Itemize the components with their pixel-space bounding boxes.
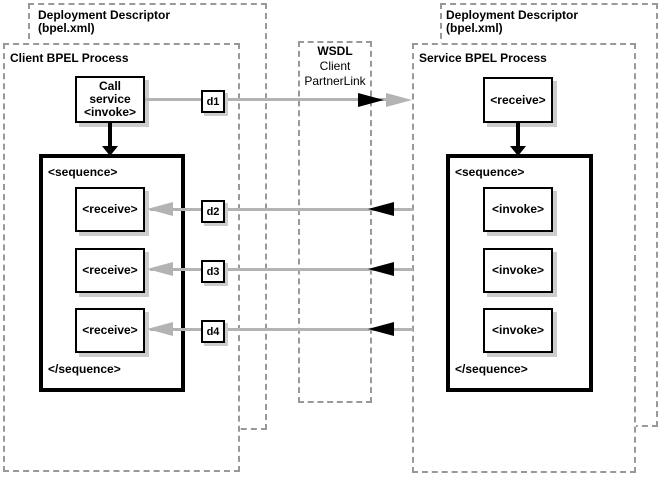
client-down-arrow-line	[108, 123, 112, 147]
d3-gray-arrowhead-icon	[147, 262, 173, 276]
d3-black-arrowhead-icon	[368, 262, 394, 276]
call-service-line1: Call	[98, 79, 121, 93]
client-receive-node-3: <receive>	[75, 308, 145, 353]
wsdl-partnerlink-label: PartnerLink	[304, 74, 366, 88]
service-process-title: Service BPEL Process	[419, 51, 547, 65]
deployment-descriptor-left-subtitle: (bpel.xml)	[38, 21, 95, 35]
client-process-title: Client BPEL Process	[10, 51, 129, 65]
client-receive-node-2: <receive>	[75, 248, 145, 293]
service-invoke-label-1: <invoke>	[491, 202, 545, 216]
wsdl-label-block: WSDL Client PartnerLink	[298, 44, 372, 89]
d1-gray-arrowhead-icon	[386, 93, 412, 107]
client-call-service-invoke-node: Call service <invoke>	[75, 76, 145, 123]
client-receive-node-1: <receive>	[75, 187, 145, 232]
service-invoke-node-3: <invoke>	[483, 308, 553, 353]
message-label-d3: d3	[201, 260, 225, 283]
service-down-arrow-head-icon	[510, 146, 526, 156]
d1-black-arrowhead-icon	[358, 93, 384, 107]
wsdl-client-label: Client	[319, 59, 351, 73]
call-service-line3: <invoke>	[83, 105, 137, 119]
deployment-descriptor-right-title-line: Deployment Descriptor	[446, 8, 579, 22]
service-down-arrow-line	[516, 123, 520, 147]
client-receive-label-1: <receive>	[82, 202, 138, 216]
service-invoke-label-3: <invoke>	[491, 323, 545, 337]
client-down-arrow-head-icon	[102, 146, 118, 156]
service-receive-label: <receive>	[490, 92, 546, 107]
d3-arrow-line	[150, 268, 413, 271]
service-invoke-label-2: <invoke>	[491, 263, 545, 277]
service-receive-node: <receive>	[483, 77, 553, 123]
d2-gray-arrowhead-icon	[147, 202, 173, 216]
deployment-descriptor-left-title-line: Deployment Descriptor	[38, 8, 171, 22]
message-label-d4: d4	[201, 320, 225, 343]
d4-black-arrowhead-icon	[368, 322, 394, 336]
client-sequence-open-tag: <sequence>	[48, 165, 118, 179]
d2-black-arrowhead-icon	[368, 202, 394, 216]
service-invoke-node-1: <invoke>	[483, 187, 553, 232]
service-sequence-close-tag: </sequence>	[455, 362, 528, 376]
message-label-d1: d1	[201, 90, 225, 113]
client-receive-label-3: <receive>	[82, 323, 138, 337]
deployment-descriptor-left-title: Deployment Descriptor (bpel.xml)	[38, 9, 170, 35]
d4-arrow-line	[150, 328, 413, 331]
deployment-descriptor-right-subtitle: (bpel.xml)	[446, 21, 503, 35]
client-sequence-close-tag: </sequence>	[48, 362, 121, 376]
service-invoke-node-2: <invoke>	[483, 248, 553, 293]
d4-gray-arrowhead-icon	[147, 322, 173, 336]
wsdl-title: WSDL	[317, 44, 353, 58]
call-service-line2: service	[89, 92, 131, 106]
message-label-d2: d2	[201, 200, 225, 223]
service-sequence-open-tag: <sequence>	[455, 165, 525, 179]
deployment-descriptor-right-title: Deployment Descriptor (bpel.xml)	[446, 9, 578, 35]
d1-arrow-line	[145, 98, 390, 101]
wsdl-partnerlink-box	[298, 41, 372, 403]
client-receive-label-2: <receive>	[82, 263, 138, 277]
d2-arrow-line	[150, 208, 413, 211]
